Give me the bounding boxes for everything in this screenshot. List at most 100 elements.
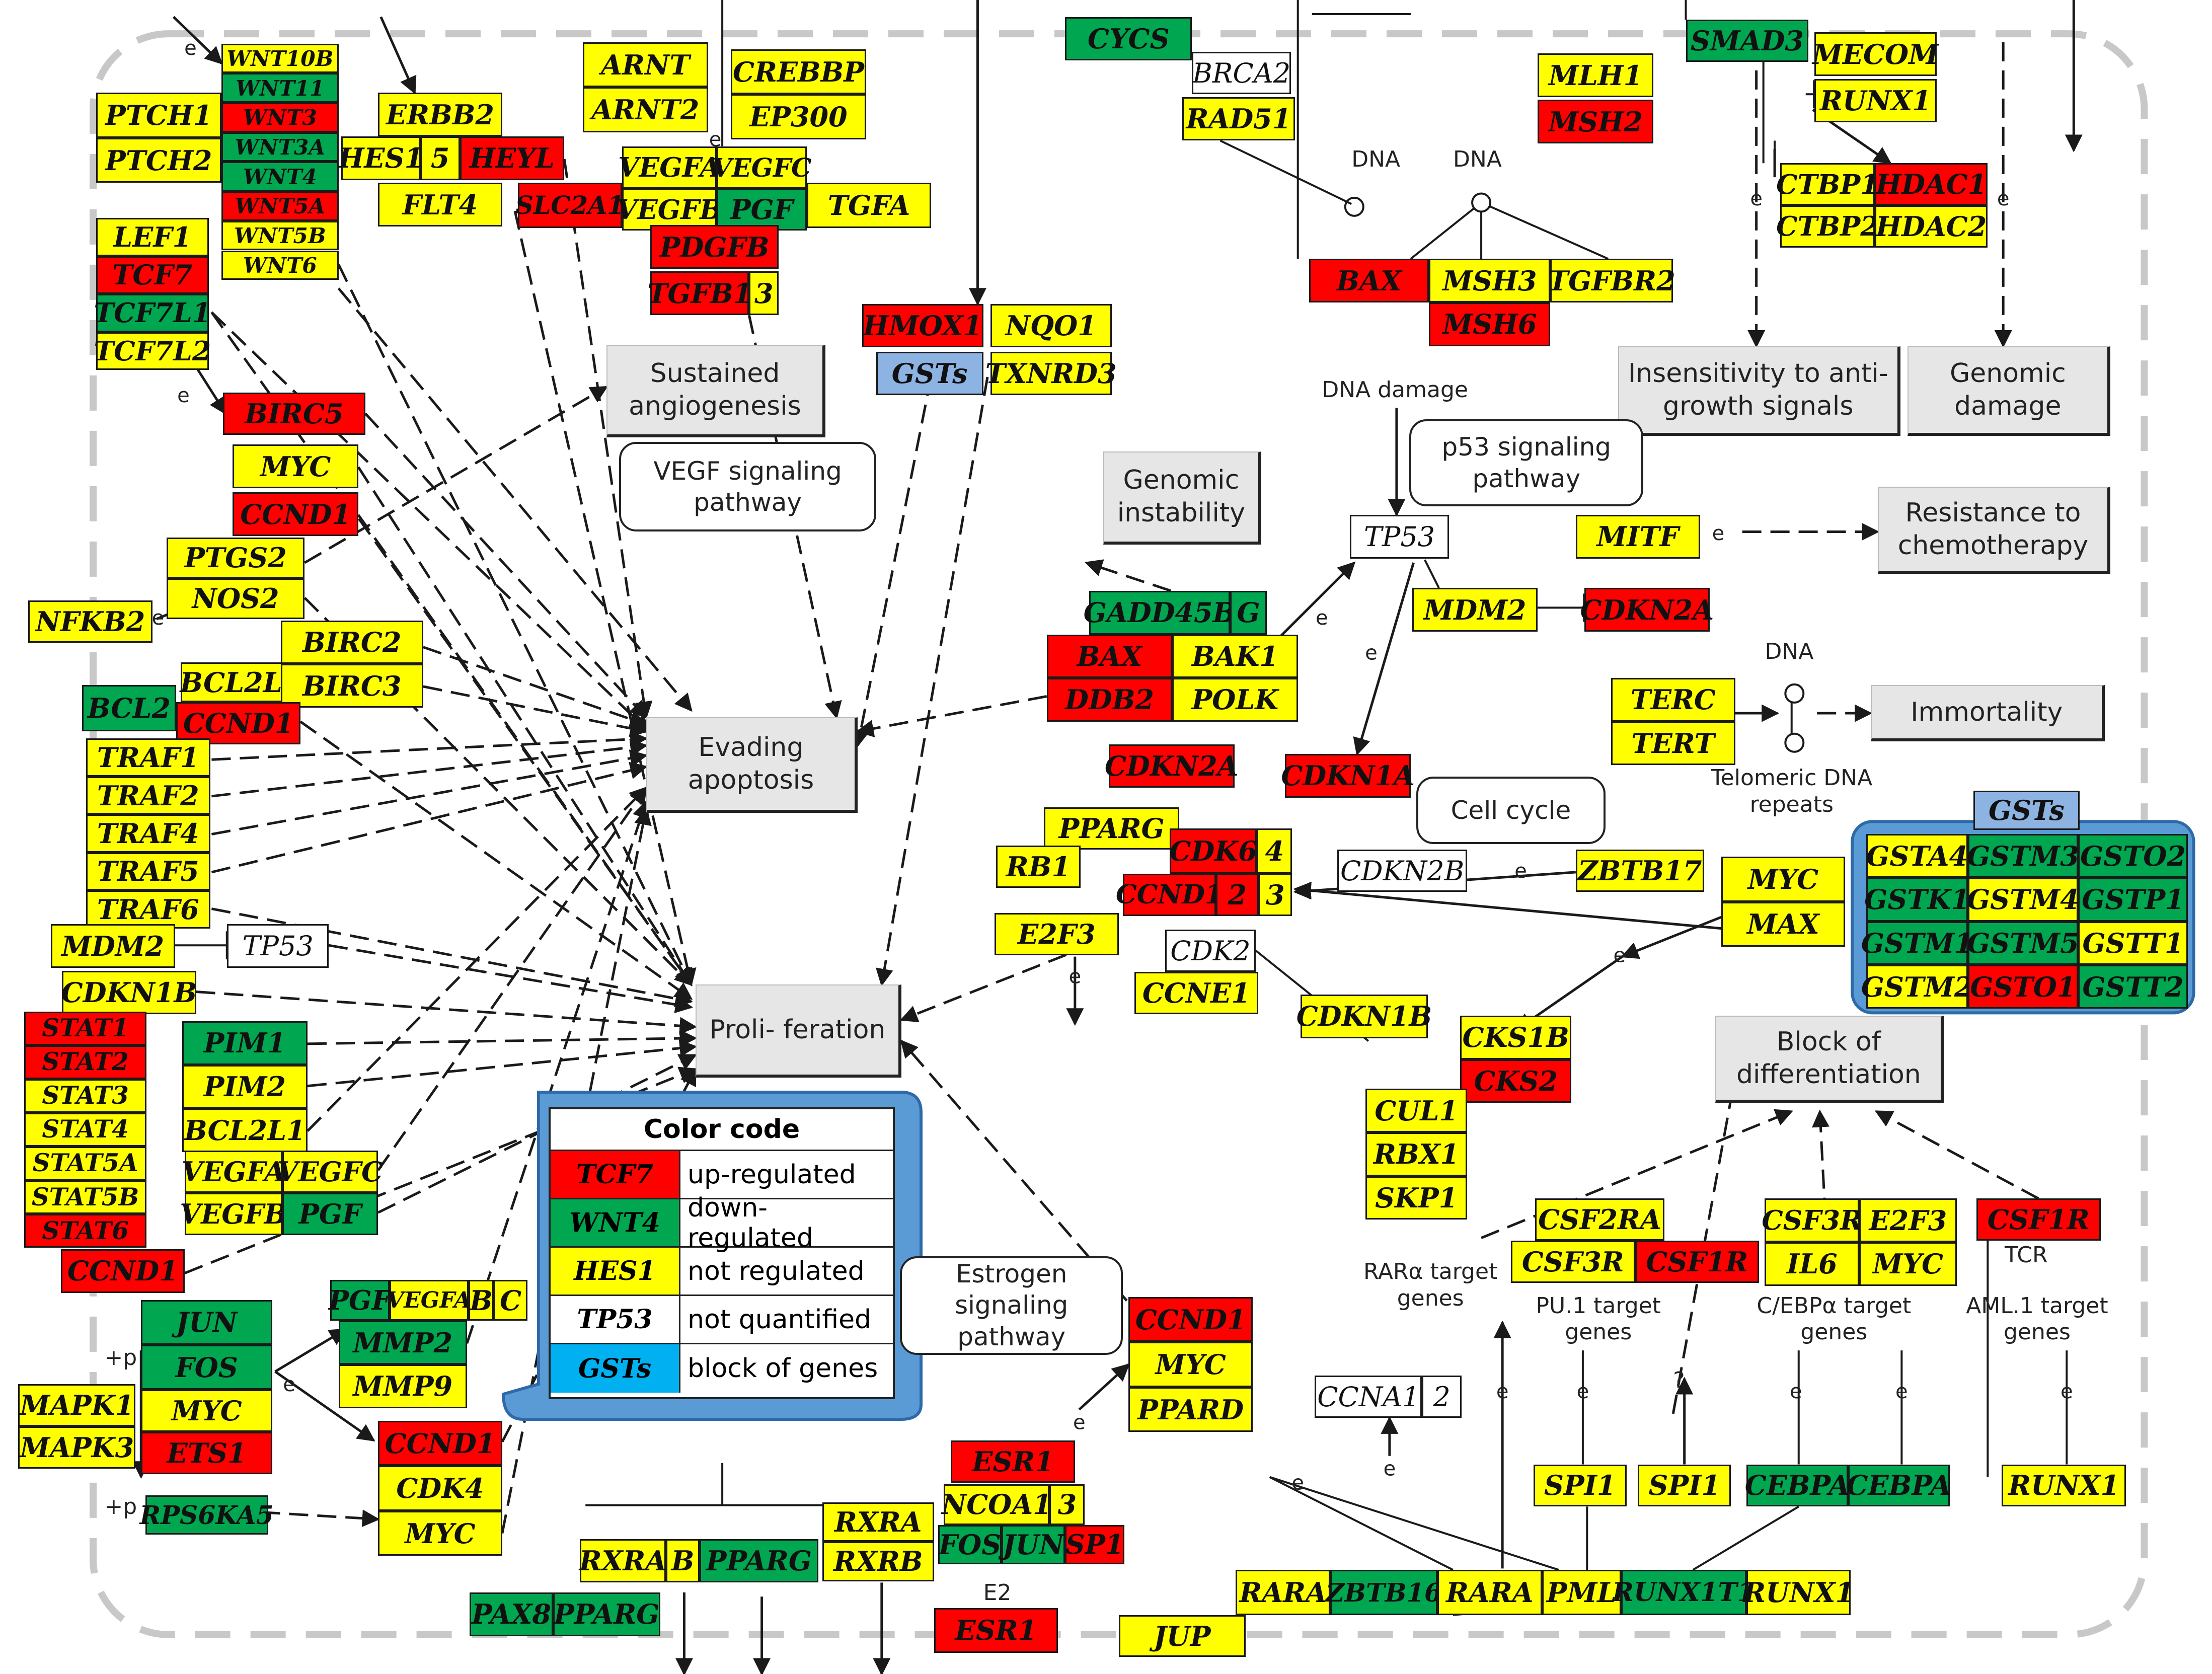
gene-ccnd1-4: CCND1 bbox=[378, 1420, 502, 1466]
gene-vegfc-top: VEGFC bbox=[712, 146, 811, 189]
color-code-legend: Color code TCF7 up-regulated WNT4 down-r… bbox=[549, 1107, 895, 1399]
gene-mmp9: MMP9 bbox=[338, 1364, 467, 1408]
gene-traf1: TRAF1 bbox=[86, 738, 210, 777]
pathway-p53[interactable]: p53 signaling pathway bbox=[1409, 419, 1644, 507]
gene-zbtb17: ZBTB17 bbox=[1575, 850, 1704, 892]
gene-gstm3: GSTM3 bbox=[1967, 834, 2079, 878]
gene-smad3: SMAD3 bbox=[1686, 20, 1809, 62]
gene-e2f3-2: E2F3 bbox=[1859, 1198, 1957, 1242]
gene-cdkn1b-left: CDKN1B bbox=[61, 970, 197, 1015]
gene-pim2: PIM2 bbox=[182, 1064, 308, 1109]
gene-e2f3-1: E2F3 bbox=[995, 912, 1119, 955]
gene-nfkb2: NFKB2 bbox=[28, 600, 152, 643]
gene-wnt6: WNT6 bbox=[221, 250, 339, 280]
gene-arnt2: ARNT2 bbox=[582, 87, 709, 132]
gene-tgfbr2: TGFBR2 bbox=[1548, 259, 1675, 302]
gene-runx1-c: RUNX1 bbox=[1743, 1570, 1854, 1615]
pathway-estrogen[interactable]: Estrogen signaling pathway bbox=[900, 1256, 1123, 1355]
gene-bcl2: BCL2 bbox=[82, 685, 177, 732]
gene-myc-6: MYC bbox=[1128, 1342, 1253, 1387]
legend-row-up: TCF7 up-regulated bbox=[551, 1151, 893, 1199]
gene-n3b: 3 bbox=[1258, 873, 1292, 916]
label-dna-1: DNA bbox=[1351, 146, 1401, 172]
gene-stat3: STAT3 bbox=[24, 1079, 147, 1113]
gene-cebpa-1: CEBPA bbox=[1745, 1464, 1850, 1507]
gene-gsts-group: GSTs bbox=[1973, 790, 2080, 830]
legend-text-down: down-regulated bbox=[688, 1192, 813, 1253]
gene-rxra-2: RXRA bbox=[822, 1502, 934, 1542]
process-differentiation: Block of differentiation bbox=[1715, 1015, 1944, 1103]
gene-myc-2: MYC bbox=[141, 1390, 272, 1432]
gene-pparg-1: PPARG bbox=[700, 1539, 818, 1583]
gene-ccna1: CCNA1 bbox=[1315, 1376, 1422, 1418]
gene-ddb2: DDB2 bbox=[1046, 678, 1173, 722]
gene-ptgs2: PTGS2 bbox=[166, 537, 305, 578]
gene-pparg-2: PPARG bbox=[553, 1592, 660, 1636]
gene-terc: TERC bbox=[1611, 678, 1735, 722]
process-resistance: Resistance to chemotherapy bbox=[1877, 487, 2111, 574]
process-apoptosis: Evading apoptosis bbox=[646, 717, 858, 813]
gene-stat5a: STAT5A bbox=[24, 1146, 147, 1180]
gene-mmp2: MMP2 bbox=[338, 1321, 467, 1365]
gene-ccnd1-2: CCND1 bbox=[176, 702, 301, 744]
gene-n3: 3 bbox=[749, 271, 779, 316]
gene-cks2: CKS2 bbox=[1460, 1059, 1572, 1103]
gene-mapk3: MAPK3 bbox=[18, 1426, 136, 1469]
gene-ccnd1-3: CCND1 bbox=[60, 1249, 185, 1293]
legend-swatch-not-quantified: TP53 bbox=[551, 1296, 680, 1343]
gene-mdm2-left: MDM2 bbox=[50, 924, 175, 968]
label-dna-3: DNA bbox=[1765, 638, 1814, 664]
gene-wnt10b: WNT10B bbox=[221, 43, 339, 73]
gene-bax-top: BAX bbox=[1309, 259, 1429, 302]
gene-birc3: BIRC3 bbox=[280, 664, 423, 708]
gene-jup: JUP bbox=[1118, 1615, 1246, 1657]
gene-c-3: C bbox=[494, 1280, 528, 1321]
gene-b-3: B bbox=[468, 1280, 494, 1321]
gene-pdgfb: PDGFB bbox=[650, 225, 779, 269]
gene-wnt3a: WNT3A bbox=[221, 132, 339, 162]
gene-jun-1: JUN bbox=[141, 1300, 272, 1345]
gene-myc-3: MYC bbox=[378, 1510, 502, 1556]
gene-mecom: MECOM bbox=[1812, 32, 1939, 76]
pathway-vegf[interactable]: VEGF signaling pathway bbox=[619, 441, 876, 532]
gene-pgf-3: PGF bbox=[329, 1280, 391, 1321]
gene-tcf7l2: TCF7L2 bbox=[94, 332, 211, 370]
gene-ccnd1-1: CCND1 bbox=[233, 492, 358, 536]
gene-runx1-b: RUNX1 bbox=[2002, 1464, 2126, 1507]
gene-pparg-mid: PPARG bbox=[1044, 807, 1180, 850]
gene-cebpa-2: CEBPA bbox=[1847, 1464, 1951, 1507]
gene-tcf7: TCF7 bbox=[96, 256, 209, 294]
gene-b-1: B bbox=[665, 1539, 700, 1583]
legend-title: Color code bbox=[551, 1109, 893, 1151]
gene-rbx1: RBX1 bbox=[1365, 1132, 1468, 1176]
gene-gstt2: GSTT2 bbox=[2078, 965, 2188, 1009]
gene-polk: POLK bbox=[1172, 678, 1298, 722]
pathway-cell-cycle[interactable]: Cell cycle bbox=[1416, 776, 1606, 844]
gene-wnt5b: WNT5B bbox=[221, 220, 339, 251]
gene-msh2: MSH2 bbox=[1538, 100, 1654, 144]
gene-rxrb: RXRB bbox=[822, 1542, 934, 1581]
gene-slc2a1: SLC2A1 bbox=[515, 183, 625, 228]
gene-tgfa: TGFA bbox=[807, 183, 931, 228]
gene-vegfb-2: VEGFB bbox=[180, 1193, 287, 1235]
gene-gstm2: GSTM2 bbox=[1861, 965, 1973, 1009]
gene-csf3r-2: CSF3R bbox=[1762, 1198, 1862, 1242]
gene-pgf-2: PGF bbox=[282, 1193, 378, 1235]
gene-stat2: STAT2 bbox=[24, 1045, 147, 1079]
label-dna-2: DNA bbox=[1453, 146, 1502, 172]
gene-cdk4: CDK4 bbox=[378, 1466, 502, 1511]
gene-traf2: TRAF2 bbox=[86, 776, 210, 815]
gene-gsto1: GSTO1 bbox=[1968, 965, 2078, 1009]
gene-bcl2l1-2: BCL2L1 bbox=[182, 1108, 308, 1153]
gene-traf4: TRAF4 bbox=[86, 814, 210, 853]
gene-max: MAX bbox=[1721, 901, 1846, 947]
legend-text-not-quantified: not quantified bbox=[688, 1304, 872, 1335]
gene-gstt1: GSTT1 bbox=[2078, 921, 2188, 965]
gene-cdk6: CDK6 bbox=[1169, 828, 1257, 874]
gene-hmox1: HMOX1 bbox=[862, 303, 983, 348]
gene-traf5: TRAF5 bbox=[86, 852, 210, 891]
gene-hdac2: HDAC2 bbox=[1875, 205, 1988, 248]
gene-cdk2: CDK2 bbox=[1165, 930, 1256, 972]
gene-gadd45b: GADD45B bbox=[1084, 590, 1236, 635]
gene-ccne1: CCNE1 bbox=[1134, 972, 1259, 1015]
